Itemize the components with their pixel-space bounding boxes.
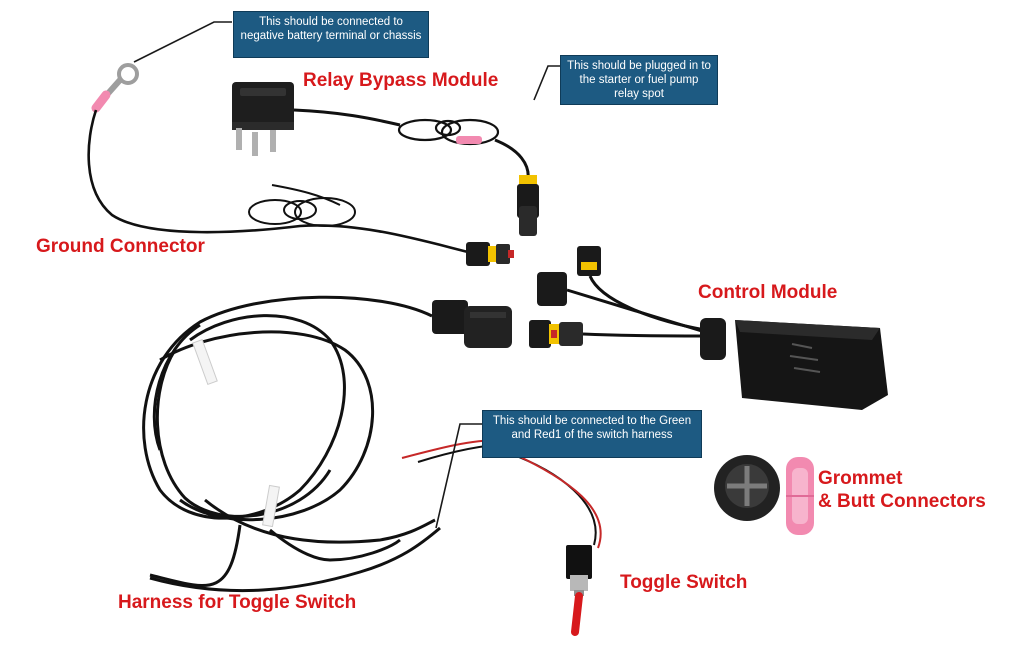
control-connector-bottom xyxy=(529,320,706,348)
relay-bypass-module xyxy=(232,82,401,156)
harness-connector xyxy=(432,300,512,348)
relay-wire-coil xyxy=(397,118,500,146)
label-control-module: Control Module xyxy=(698,282,838,303)
harness-coil xyxy=(142,295,436,588)
relay-lead xyxy=(494,138,530,181)
ground-wire xyxy=(87,109,469,254)
callout-relay: This should be plugged in to the starter… xyxy=(560,55,718,105)
callout-ground: This should be connected to negative bat… xyxy=(233,11,429,58)
label-grommet: Grommet xyxy=(818,468,903,489)
label-harness: Harness for Toggle Switch xyxy=(118,592,357,613)
label-ground-connector: Ground Connector xyxy=(36,236,205,257)
label-toggle-switch: Toggle Switch xyxy=(620,572,748,593)
callout-switch: This should be connected to the Green an… xyxy=(482,410,702,458)
grommet-part xyxy=(714,455,780,521)
ground-wire-coil xyxy=(248,184,356,227)
ground-connector-plug xyxy=(466,242,514,266)
ring-terminal xyxy=(91,63,139,113)
pointer-lines xyxy=(133,21,560,529)
control-connector-middle xyxy=(537,272,706,334)
toggle-switch-part xyxy=(566,545,592,636)
control-connector-top xyxy=(577,246,706,332)
label-relay-bypass-module: Relay Bypass Module xyxy=(303,70,499,91)
control-module-box xyxy=(700,318,888,410)
butt-connector-part xyxy=(786,457,814,535)
relay-connector xyxy=(517,175,539,236)
harness-lead xyxy=(149,526,441,593)
label-butt-connectors: & Butt Connectors xyxy=(818,491,986,512)
zip-ties xyxy=(192,338,280,528)
